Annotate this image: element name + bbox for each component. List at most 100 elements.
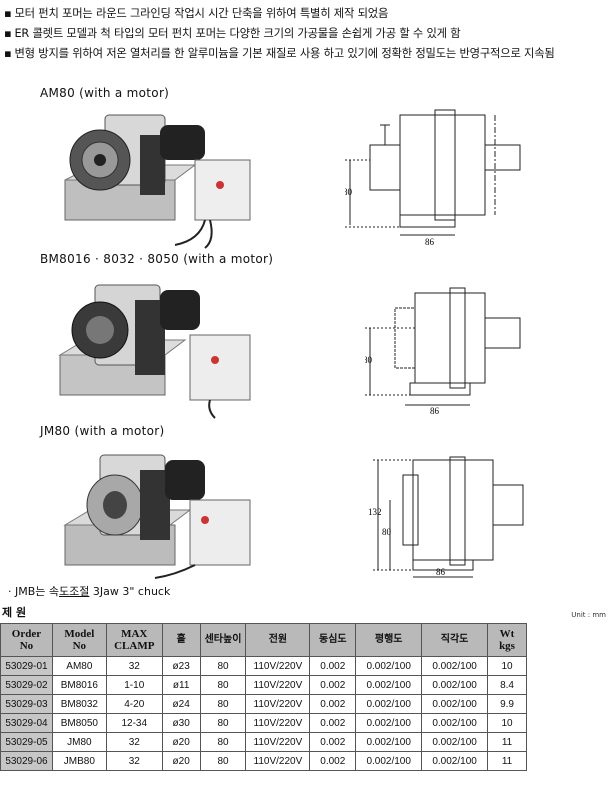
cell-parallelism: 0.002/100 [355, 675, 423, 695]
cell-order-no: 53029-04 [0, 713, 53, 733]
cell-power: 110V/220V [245, 656, 311, 676]
cell-order-no: 53029-05 [0, 732, 53, 752]
cell-squareness: 0.002/100 [421, 694, 489, 714]
jm80-width-dim: 86 [436, 567, 446, 577]
cell-model-no: JMB80 [51, 751, 107, 771]
header-hole: 홀 [161, 623, 201, 657]
cell-order-no: 53029-06 [0, 751, 53, 771]
cell-center-height: 80 [199, 732, 247, 752]
bm80-product-photo [58, 284, 251, 419]
cell-power: 110V/220V [245, 732, 311, 752]
cell-parallelism: 0.002/100 [355, 656, 423, 676]
feature-list: ▪모터 펀치 포머는 라운드 그라인딩 작업시 시간 단축을 위하여 특별히 제… [4, 4, 608, 64]
model-title-jm80: JM80 (with a motor) [40, 424, 165, 438]
am80-dimension-drawing: 80 86 [345, 109, 521, 247]
cell-center-height: 80 [199, 751, 247, 771]
bm80-height-dim: 80 [365, 355, 373, 365]
cell-weight: 10 [487, 656, 527, 676]
unit-label: Unit : mm [571, 611, 606, 619]
cell-power: 110V/220V [245, 751, 311, 771]
cell-squareness: 0.002/100 [421, 713, 489, 733]
model-title-bm80: BM8016 · 8032 · 8050 (with a motor) [40, 252, 274, 266]
feature-item: ▪모터 펀치 포머는 라운드 그라인딩 작업시 시간 단축을 위하여 특별히 제… [4, 7, 389, 20]
header-power: 전원 [245, 623, 311, 657]
cell-concentricity: 0.002 [309, 694, 357, 714]
cell-max-clamp: 32 [105, 656, 163, 676]
cell-parallelism: 0.002/100 [355, 751, 423, 771]
cell-model-no: JM80 [51, 732, 107, 752]
am80-height-dim: 80 [345, 187, 353, 197]
jm80-height-dim: 80 [382, 527, 392, 537]
cell-weight: 8.4 [487, 675, 527, 695]
header-center-height: 센타높이 [199, 623, 247, 657]
feature-item: ▪변형 방지를 위하여 저온 열처리를 한 알루미늄을 기본 재질로 사용 하고… [4, 47, 555, 60]
cell-power: 110V/220V [245, 713, 311, 733]
feature-item: ▪ER 콜렛트 모델과 척 타입의 모터 펀치 포머는 다양한 크기의 가공물을… [4, 27, 461, 40]
cell-squareness: 0.002/100 [421, 656, 489, 676]
cell-hole: ø11 [161, 675, 201, 695]
cell-model-no: BM8050 [51, 713, 107, 733]
cell-concentricity: 0.002 [309, 656, 357, 676]
cell-power: 110V/220V [245, 694, 311, 714]
jm80-height2-dim: 132 [368, 507, 382, 517]
cell-weight: 10 [487, 713, 527, 733]
cell-concentricity: 0.002 [309, 751, 357, 771]
jm80-dimension-drawing: 132 80 86 [368, 456, 524, 578]
cell-hole: ø30 [161, 713, 201, 733]
cell-weight: 9.9 [487, 694, 527, 714]
cell-center-height: 80 [199, 694, 247, 714]
cell-center-height: 80 [199, 675, 247, 695]
cell-max-clamp: 4-20 [105, 694, 163, 714]
header-concentricity: 동심도 [309, 623, 357, 657]
cell-weight: 11 [487, 732, 527, 752]
am80-width-dim: 86 [425, 237, 435, 247]
cell-hole: ø20 [161, 732, 201, 752]
cell-center-height: 80 [199, 713, 247, 733]
cell-max-clamp: 1-10 [105, 675, 163, 695]
cell-squareness: 0.002/100 [421, 732, 489, 752]
cell-center-height: 80 [199, 656, 247, 676]
cell-max-clamp: 12-34 [105, 713, 163, 733]
cell-squareness: 0.002/100 [421, 751, 489, 771]
cell-max-clamp: 32 [105, 732, 163, 752]
spec-title: 제 원 [2, 606, 27, 619]
am80-product-photo [64, 114, 251, 249]
model-title-am80: AM80 (with a motor) [40, 86, 170, 100]
cell-squareness: 0.002/100 [421, 675, 489, 695]
cell-max-clamp: 32 [105, 751, 163, 771]
header-parallelism: 평행도 [355, 623, 423, 657]
cell-model-no: BM8032 [51, 694, 107, 714]
cell-order-no: 53029-03 [0, 694, 53, 714]
cell-model-no: BM8016 [51, 675, 107, 695]
cell-concentricity: 0.002 [309, 713, 357, 733]
bm80-dimension-drawing: 80 86 [365, 287, 521, 415]
header-squareness: 직각도 [421, 623, 489, 657]
cell-hole: ø24 [161, 694, 201, 714]
cell-hole: ø23 [161, 656, 201, 676]
jm80-product-photo [63, 454, 251, 579]
cell-weight: 11 [487, 751, 527, 771]
cell-parallelism: 0.002/100 [355, 713, 423, 733]
cell-model-no: AM80 [51, 656, 107, 676]
cell-power: 110V/220V [245, 675, 311, 695]
cell-order-no: 53029-02 [0, 675, 53, 695]
cell-parallelism: 0.002/100 [355, 694, 423, 714]
cell-order-no: 53029-01 [0, 656, 53, 676]
cell-concentricity: 0.002 [309, 732, 357, 752]
cell-hole: ø20 [161, 751, 201, 771]
cell-parallelism: 0.002/100 [355, 732, 423, 752]
bm80-width-dim: 86 [430, 406, 440, 415]
cell-concentricity: 0.002 [309, 675, 357, 695]
